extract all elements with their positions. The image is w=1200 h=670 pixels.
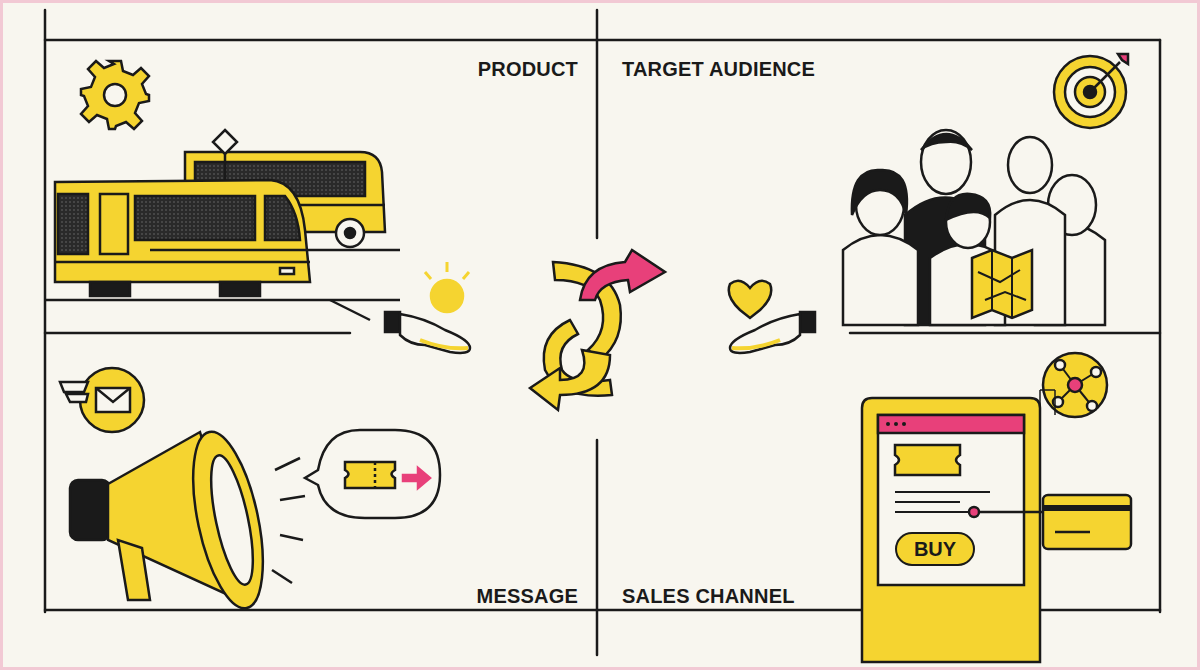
speech-bubble xyxy=(305,430,440,518)
quadrant-label: PRODUCT xyxy=(478,58,578,81)
tram xyxy=(55,130,310,296)
exchange xyxy=(385,250,815,410)
buy-button: BUY xyxy=(895,532,975,566)
quadrant-label: SALES CHANNEL xyxy=(622,585,795,608)
network-icon xyxy=(1043,353,1107,417)
button-text: BUY xyxy=(914,538,956,561)
envelope-icon xyxy=(60,368,144,432)
quadrant-label: MESSAGE xyxy=(477,585,578,608)
target-icon xyxy=(1054,54,1128,128)
people-group xyxy=(843,130,1105,325)
megaphone xyxy=(70,426,305,615)
gear-icon xyxy=(81,61,149,129)
quadrant-label: TARGET AUDIENCE xyxy=(622,58,815,81)
tablet xyxy=(862,390,1131,662)
